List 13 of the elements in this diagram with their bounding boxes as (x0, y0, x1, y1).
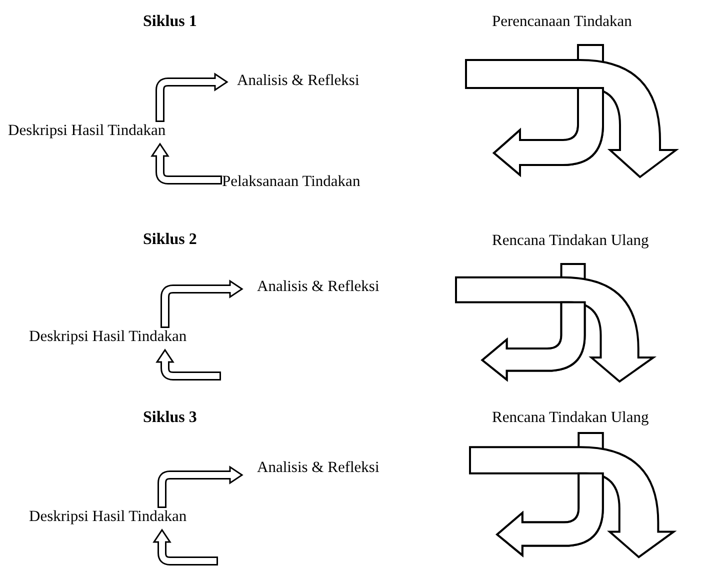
step-label: Deskripsi Hasil Tindakan (29, 508, 187, 526)
step-label: Pelaksanaan Tindakan (222, 173, 360, 191)
step-label: Deskripsi Hasil Tindakan (8, 122, 166, 140)
step-label: Analisis & Refleksi (242, 278, 380, 296)
planning-label: Perencanaan Tindakan (492, 13, 632, 31)
step-label: Analisis & Refleksi (242, 459, 380, 477)
cycle-heading: Siklus 2 (143, 231, 197, 249)
cycle-heading: Siklus 1 (143, 13, 197, 31)
cycle-heading: Siklus 3 (143, 409, 197, 427)
planning-label: Rencana Tindakan Ulang (492, 409, 649, 427)
planning-label: Rencana Tindakan Ulang (492, 232, 649, 250)
step-label: Analisis & Refleksi (227, 72, 360, 90)
step-label: Deskripsi Hasil Tindakan (29, 328, 187, 346)
